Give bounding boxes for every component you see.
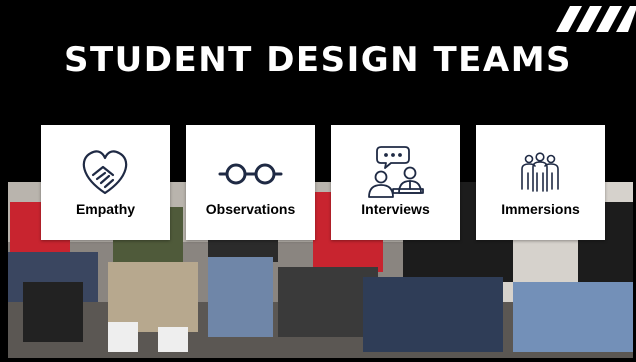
card-label: Observations	[205, 201, 296, 217]
diagonal-stripes-decoration	[556, 6, 636, 32]
card-label: Empathy	[75, 201, 136, 217]
card-observations: Observations	[186, 125, 315, 240]
card-label: Interviews	[361, 201, 430, 217]
card-label: Immersions	[501, 201, 580, 217]
glasses-icon	[218, 163, 283, 185]
card-immersions: Immersions	[476, 125, 605, 240]
conversation-icon	[368, 146, 424, 198]
card-interviews: Interviews	[331, 125, 460, 240]
slide-title: STUDENT DESIGN TEAMS	[63, 40, 573, 80]
heart-handshake-icon	[82, 150, 128, 195]
card-empathy: Empathy	[41, 125, 170, 240]
group-people-icon	[521, 152, 559, 192]
